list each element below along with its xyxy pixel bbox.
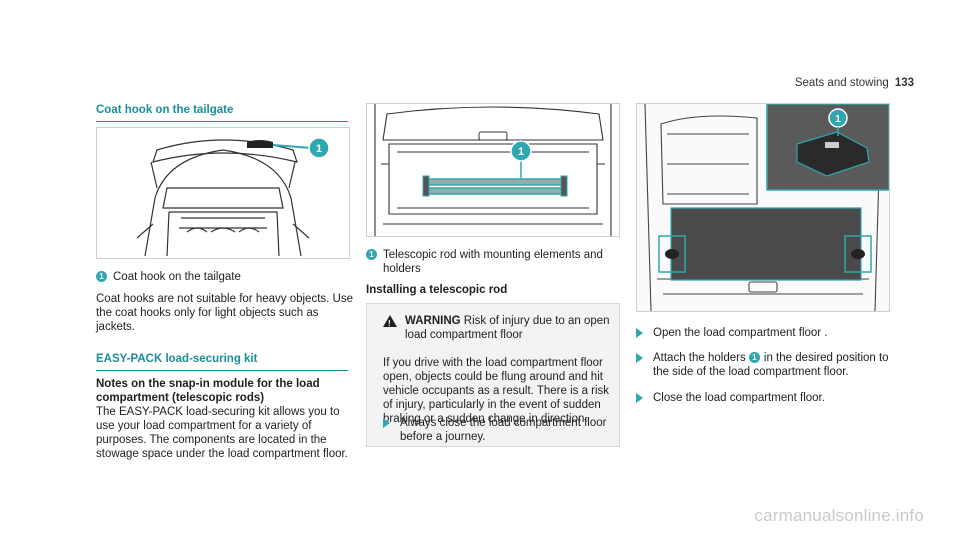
warning-headline: Risk of injury due to an open load compa… [405,315,610,341]
warning-body: If you drive with the load compartment f… [383,357,610,425]
page-number: 133 [894,77,914,89]
callout-badge: 1 [748,352,760,364]
step-close-floor: Close the load compartment floor. [636,391,892,405]
callout-badge: 1 [366,249,377,260]
callout-1-figure-rod: 1 [518,146,524,158]
caption-telescopic-rod: 1 Telescopic rod with mounting elements a… [366,248,622,276]
step-arrow-icon [636,393,643,403]
section-name: Seats and stowing [794,77,889,89]
callout-badge: 1 [96,271,107,282]
warning-icon: ! [383,315,397,328]
warning-header: ! WARNING Risk of injury due to an open … [383,314,617,342]
load-floor-illustration: 1 [644,104,889,311]
figure-tailgate: 1 [96,127,350,259]
step-arrow-icon [383,418,390,428]
caption-text: Telescopic rod with mounting elements an… [383,249,603,275]
notes-body: The EASY-PACK load-securing kit allows y… [96,406,348,460]
warning-label: WARNING [405,315,461,327]
section-title-easy-pack: EASY-PACK load-securing kit [96,352,348,371]
coat-hook-body: Coat hooks are not suitable for heavy ob… [96,293,353,333]
step-1-text: Open the load compartment floor . [653,327,828,339]
figure-telescopic-rod: 1 [366,103,620,237]
figure-load-floor: 1 [636,103,890,312]
step-3-text: Close the load compartment floor. [653,392,825,404]
step-2-text-a: Attach the holders [653,352,746,364]
notes-title: Notes on the snap-in module for the load… [96,378,320,404]
step-arrow-icon [636,353,643,363]
load-compartment-illustration: 1 [374,104,612,236]
running-header: Seats and stowing 133 [795,76,914,90]
warning-step: Always close the load compartment floor … [383,416,611,444]
caption-text: Coat hook on the tailgate [113,271,241,283]
section-title-coat-hook: Coat hook on the tailgate [96,103,348,122]
caption-tailgate: 1 Coat hook on the tailgate [96,270,356,284]
step-arrow-icon [636,328,643,338]
watermark: carmanualsonline.info [754,506,924,525]
warning-step-text: Always close the load compartment floor … [400,417,607,443]
install-title: Installing a telescopic rod [366,284,508,296]
tailgate-illustration: 1 [136,137,330,257]
step-2-text-b: in the desired position to the side of t… [653,352,889,378]
step-open-floor: Open the load compartment floor . [636,326,892,340]
callout-1-figure-tailgate: 1 [316,143,322,155]
warning-box: ! WARNING Risk of injury due to an open … [366,303,620,447]
callout-1-figure-holder: 1 [835,114,841,125]
